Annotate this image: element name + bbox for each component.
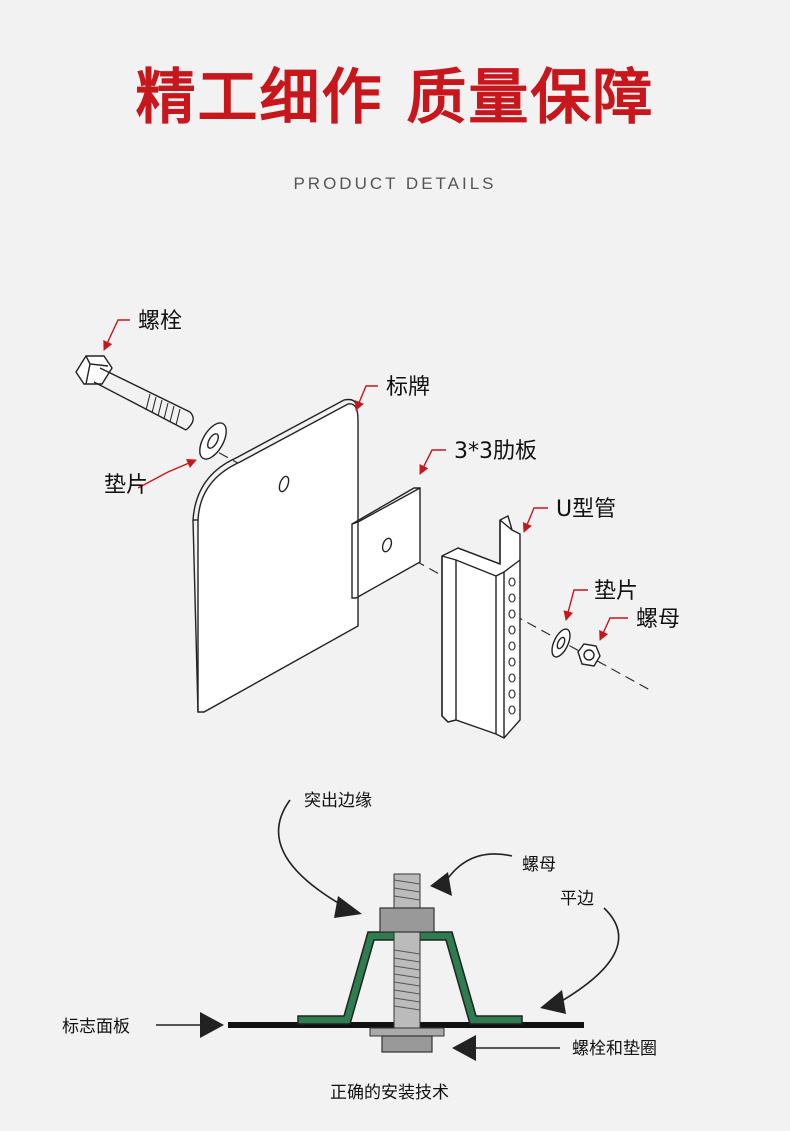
- label-bolt-washer: 螺栓和垫圈: [572, 1039, 657, 1059]
- arrowhead-protruding-edge: [334, 896, 362, 918]
- arrow-flat-edge: [559, 907, 620, 1003]
- label-sign: 标牌: [386, 375, 430, 400]
- leader-u-channel: [522, 507, 548, 533]
- arrowhead-sign-panel: [200, 1012, 224, 1038]
- label-rib-plate: 3*3肋板: [454, 439, 537, 464]
- page-subtitle: PRODUCT DETAILS: [293, 174, 497, 193]
- washer-right-part: [551, 628, 571, 658]
- washer-left-part: [199, 422, 227, 460]
- page-title: 精工细作 质量保障: [135, 63, 655, 133]
- installation-caption: 正确的安装技术: [330, 1083, 449, 1103]
- label-protruding-edge: 突出边缘: [304, 791, 372, 811]
- installation-view: [156, 799, 620, 1061]
- arrow-protruding-edge: [277, 799, 341, 905]
- label-flat-edge: 平边: [560, 889, 594, 909]
- channel-profile: [297, 931, 523, 1025]
- leader-washer-left: [137, 458, 197, 489]
- label-nut: 螺母: [636, 607, 680, 632]
- u-channel-part: [441, 514, 521, 739]
- sign-plate-part: [192, 398, 359, 713]
- arrowhead-nut: [430, 872, 452, 896]
- label-washer-left: 垫片: [104, 473, 148, 498]
- leader-bolt: [103, 319, 130, 351]
- exploded-leaders: [103, 319, 628, 641]
- label-bolt: 螺栓: [138, 309, 182, 334]
- nut-part: [577, 643, 601, 667]
- bolt-part: [75, 355, 194, 431]
- leader-nut: [599, 617, 628, 641]
- exploded-view: [75, 355, 651, 739]
- label-sign-panel: 标志面板: [62, 1017, 130, 1037]
- nut-block: [379, 907, 435, 933]
- label-washer-right: 垫片: [594, 579, 638, 604]
- arrowhead-bolt-washer: [452, 1035, 476, 1061]
- label-install-nut: 螺母: [522, 855, 556, 875]
- arrowhead-flat-edge: [540, 990, 566, 1014]
- leader-washer-right: [563, 589, 588, 621]
- label-u-channel: U型管: [556, 497, 616, 522]
- arrow-nut: [443, 853, 513, 885]
- washer-block: [369, 1027, 445, 1037]
- rib-plate-part: [351, 487, 421, 599]
- bolt-head-block: [381, 1035, 433, 1053]
- leader-sign: [354, 385, 378, 411]
- leader-rib-plate: [419, 449, 446, 475]
- bolt-shaft: [393, 873, 421, 1035]
